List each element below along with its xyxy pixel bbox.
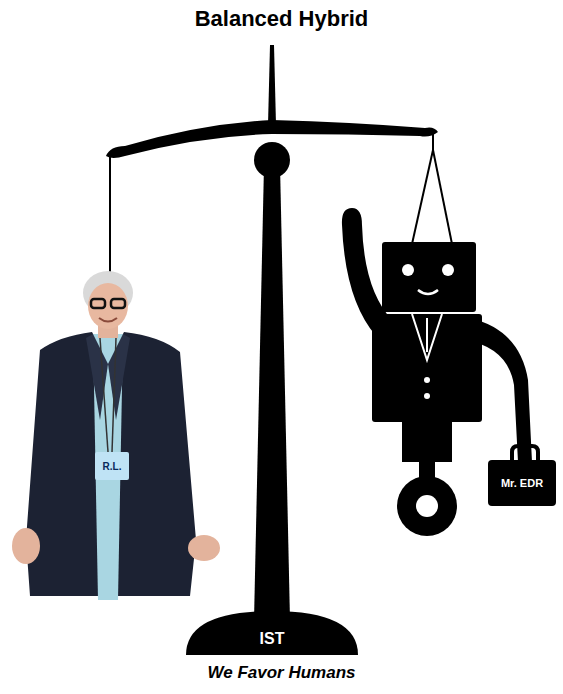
hanging-string: [433, 150, 452, 244]
lanyard: [100, 338, 108, 452]
scale-pole: [254, 165, 290, 620]
robot-eye: [442, 264, 454, 276]
smile: [99, 318, 117, 322]
hand: [188, 535, 220, 561]
face: [88, 283, 128, 329]
lapel: [108, 334, 130, 420]
robot-wheel: [397, 476, 457, 536]
name-badge: R.L.: [95, 452, 129, 480]
person-figure: [12, 271, 220, 600]
node-text: R.L.: [103, 461, 122, 472]
node-text: IST: [260, 630, 285, 648]
hand: [12, 528, 40, 564]
robot-lapel: [412, 314, 442, 360]
fulcrum-circle: [254, 142, 290, 178]
robot-wheel-hole: [416, 495, 438, 517]
diagram-title: Balanced Hybrid: [0, 6, 563, 32]
hanging-string: [109, 152, 111, 282]
robot-head: [382, 242, 476, 312]
diagram-caption: We Favor Humans: [0, 663, 563, 683]
glasses: [91, 299, 105, 308]
lanyard: [112, 338, 116, 452]
robot-tie: [426, 318, 428, 352]
robot-body: [372, 314, 482, 422]
robot-leg: [402, 420, 452, 462]
hanging-string: [432, 132, 434, 150]
glasses: [111, 299, 125, 308]
node-text: Mr. EDR: [501, 477, 543, 489]
robot-button: [424, 377, 430, 383]
scale-needle: [268, 45, 276, 125]
scale-base: IST: [186, 611, 358, 655]
robot-eye: [402, 264, 414, 276]
robot-smile: [418, 290, 438, 294]
briefcase: Mr. EDR: [488, 460, 556, 506]
hanging-string: [412, 150, 433, 244]
robot-button: [424, 393, 430, 399]
